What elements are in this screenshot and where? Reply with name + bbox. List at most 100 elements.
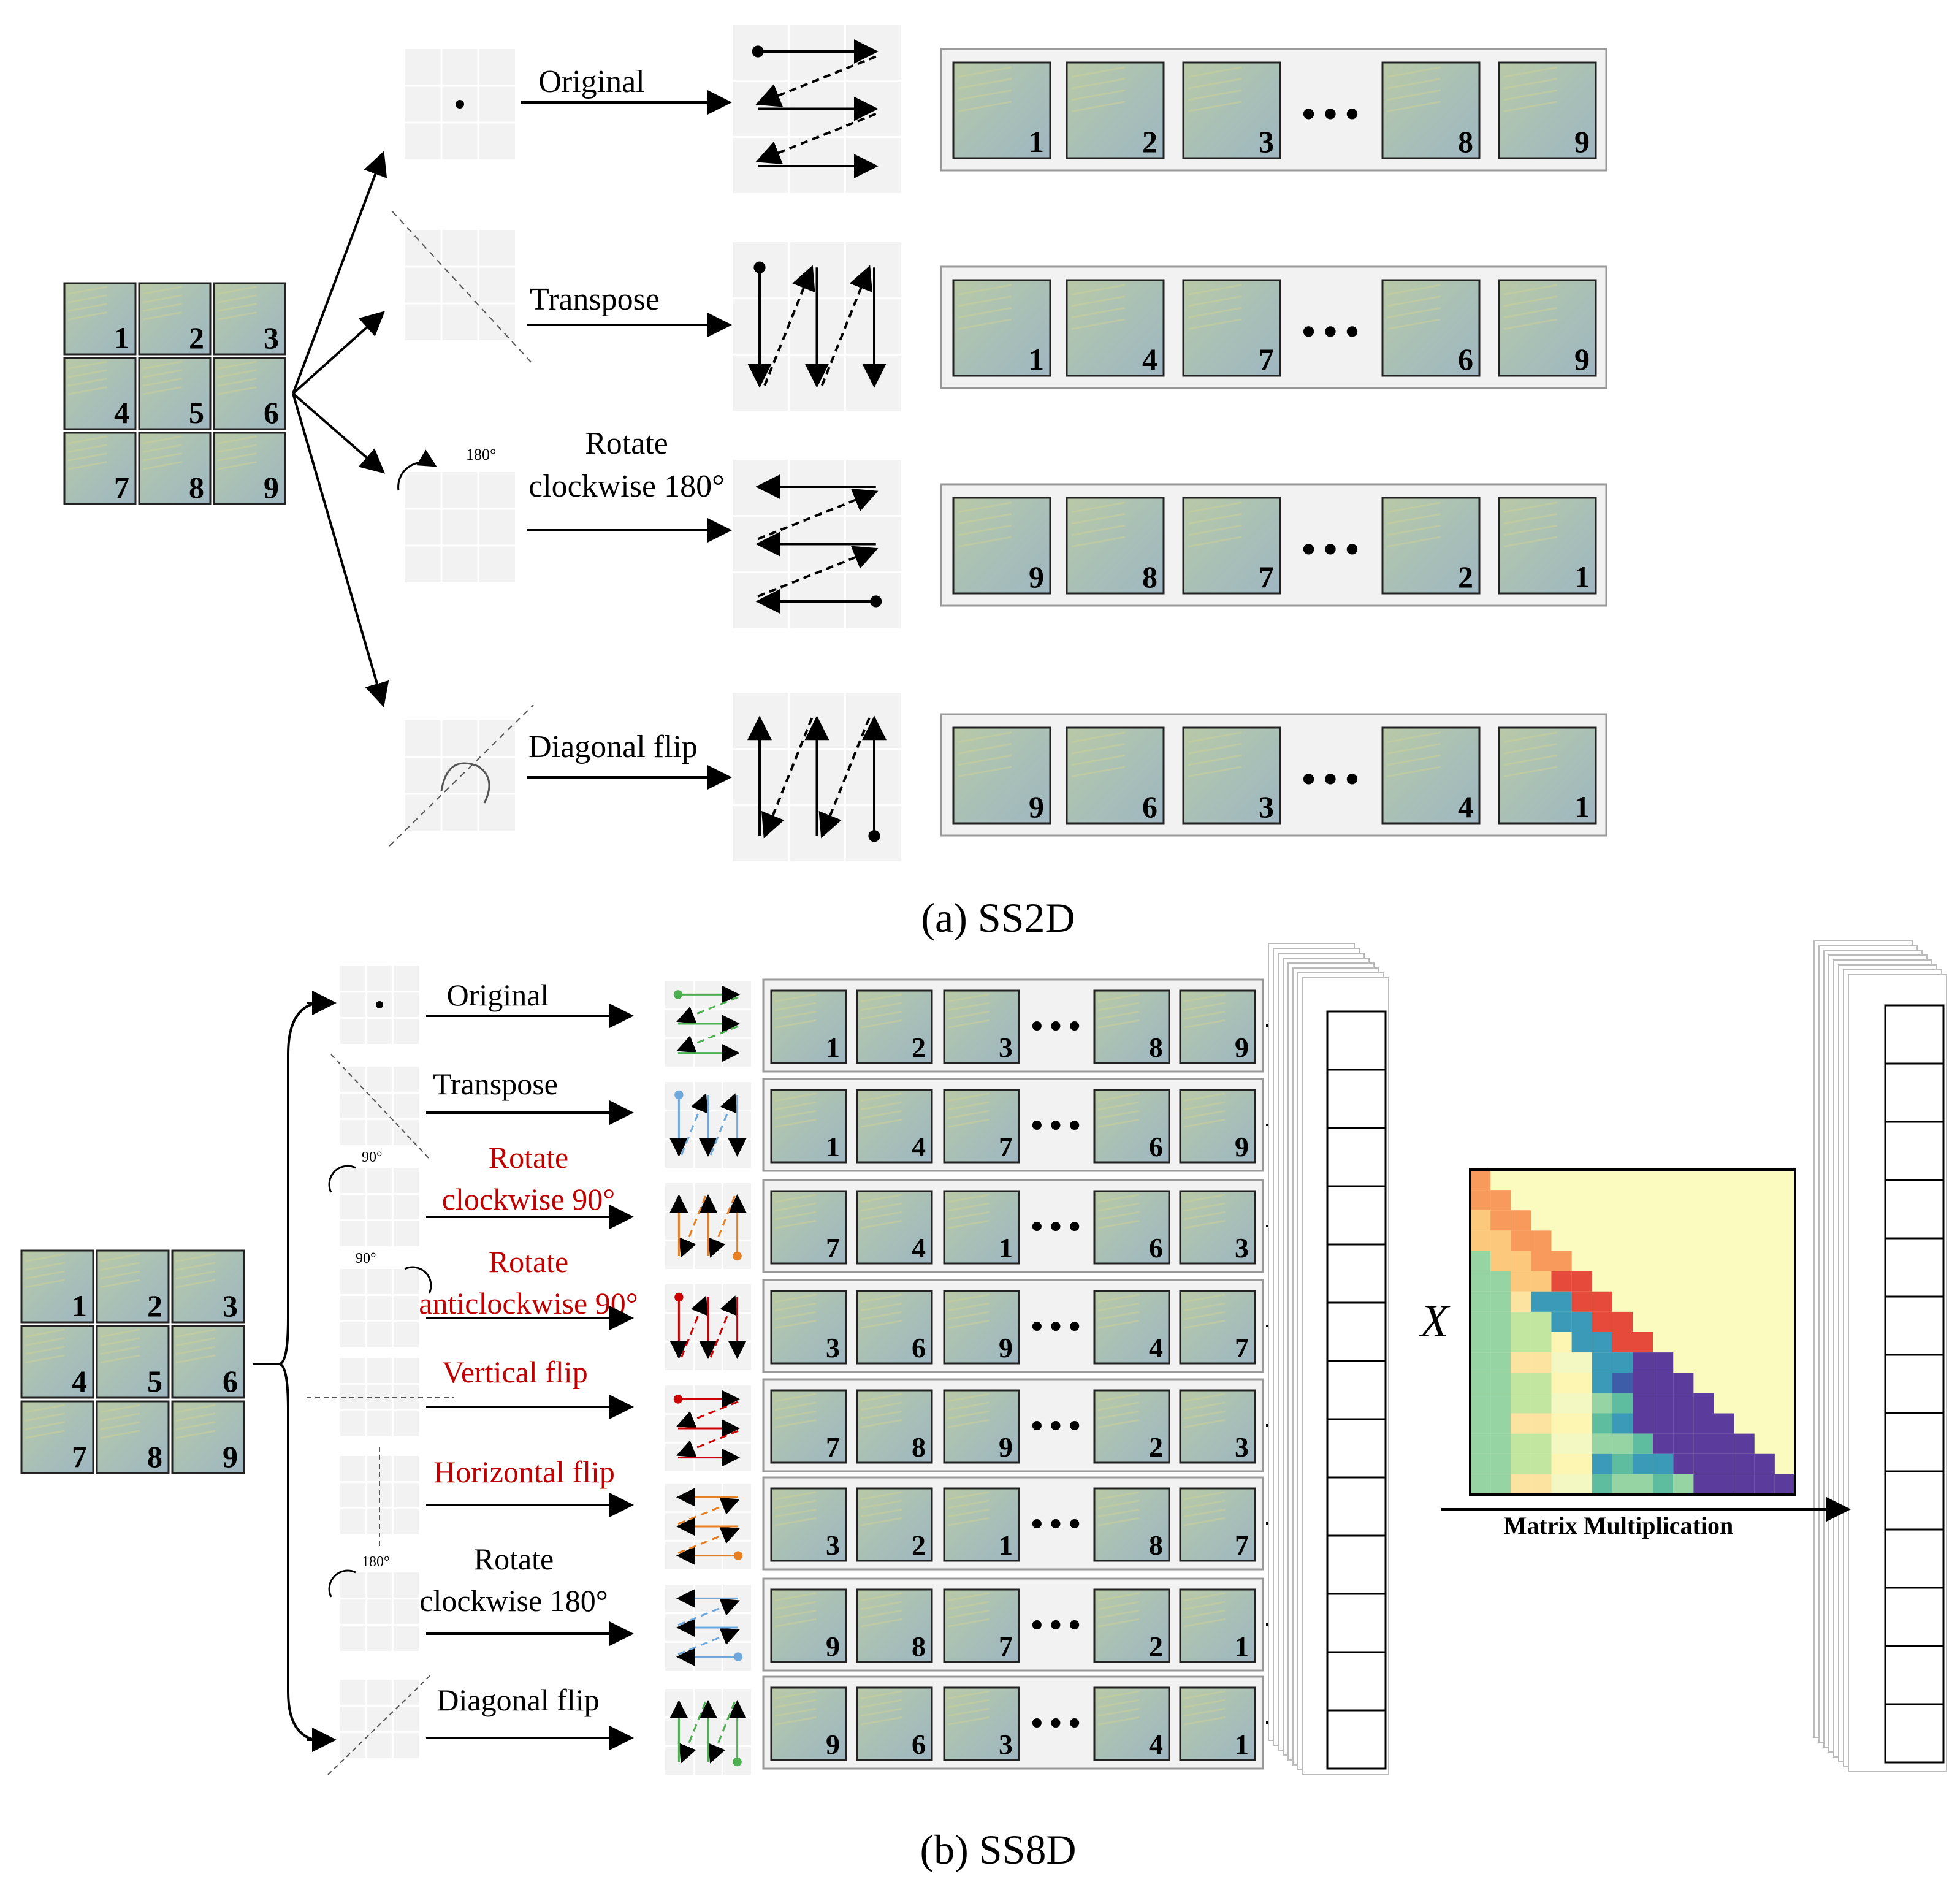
ss8d-input-patch-number: 5 bbox=[147, 1364, 162, 1398]
matrix-cell bbox=[1531, 1352, 1552, 1373]
ss2d-sequence-patch-stripe bbox=[1387, 78, 1441, 90]
matrix-cell bbox=[1531, 1291, 1552, 1312]
ss8d-sequence-patch: 4 bbox=[856, 1089, 933, 1164]
ss2d-input-patch-stripe bbox=[67, 452, 107, 462]
ss8d-sequence-patch-stripe bbox=[860, 1319, 902, 1329]
matrix-multiplication-label: Matrix Multiplication bbox=[1504, 1512, 1733, 1539]
ss8d-sequence-patch-number: 3 bbox=[999, 1032, 1013, 1063]
ss8d-sequence-patch-number: 1 bbox=[826, 1032, 840, 1063]
ss8d-op-label: Rotate bbox=[489, 1140, 569, 1175]
matrix-cell bbox=[1531, 1413, 1552, 1434]
ss8d-scan-path-segment bbox=[679, 1195, 707, 1258]
ss2d-input-patch-stripe bbox=[217, 461, 257, 470]
ss8d-sequence-patch: 7 bbox=[1179, 1290, 1256, 1365]
ss2d-sequence-patch-stripe bbox=[958, 78, 1012, 90]
y-vector-cell bbox=[1884, 1004, 1945, 1065]
x-vector-cell bbox=[1326, 1418, 1387, 1479]
x-vector-cell bbox=[1326, 1185, 1387, 1246]
y-vector-cell bbox=[1884, 1587, 1945, 1647]
ss8d-caption: (b) SS8D bbox=[920, 1826, 1076, 1873]
ss8d-sequence-patch-stripe bbox=[774, 1293, 817, 1303]
matrix-cell bbox=[1612, 1393, 1633, 1414]
ss8d-sequence-patch: 6 bbox=[1093, 1190, 1170, 1265]
ss2d-sequence-patch-stripe bbox=[958, 754, 1012, 766]
ss2d-sequence-patch: 2 bbox=[1066, 61, 1165, 159]
ss8d-sequence-patch-number: 3 bbox=[1235, 1431, 1249, 1463]
ss2d-sequence-patch-stripe bbox=[958, 284, 1012, 295]
ss8d-sequence-patch-stripe bbox=[1097, 1491, 1140, 1501]
x-vector-cell bbox=[1326, 1243, 1387, 1304]
ss8d-sequence-patch-stripe bbox=[1097, 1219, 1140, 1229]
matrix-cell bbox=[1592, 1433, 1612, 1454]
ss8d-sequence-patch: 9 bbox=[1179, 1089, 1256, 1164]
ss8d-sequence-patch-stripe bbox=[1183, 993, 1226, 1003]
ss2d-sequence-patch: 1 bbox=[1498, 726, 1597, 825]
ss8d-sequence-patch: 1 bbox=[943, 1190, 1020, 1265]
matrix-cell bbox=[1653, 1433, 1674, 1454]
matrix-cell bbox=[1551, 1453, 1572, 1474]
matrix-cell bbox=[1571, 1474, 1592, 1495]
x-vector-cell bbox=[1326, 1127, 1387, 1187]
ss8d-sequence-patch-stripe bbox=[774, 1491, 817, 1501]
ss8d-sequence-patch-stripe bbox=[1183, 1410, 1226, 1420]
ss8d-sequence-patch-number: 3 bbox=[826, 1530, 840, 1561]
ss2d-scan-path-segment bbox=[757, 489, 879, 541]
matrix-cell bbox=[1551, 1474, 1572, 1495]
ss2d-sequence-patch-bg bbox=[1066, 61, 1165, 159]
ss8d-sequence-patch: 1 bbox=[943, 1487, 1020, 1562]
ss2d-input-patch-stripe bbox=[142, 386, 182, 395]
ss8d-input-patch-stripe bbox=[175, 1270, 216, 1280]
ss8d-sequence-patch: 6 bbox=[856, 1686, 933, 1761]
ss8d-sequence-patch-stripe bbox=[860, 1499, 902, 1509]
ss2d-sequence-patch: 9 bbox=[952, 497, 1051, 595]
ss8d-sequence-patch-stripe bbox=[1183, 1707, 1226, 1717]
ss2d-sequence-patch-bg bbox=[1381, 726, 1481, 825]
matrix-cell bbox=[1531, 1373, 1552, 1393]
matrix-cell bbox=[1633, 1413, 1653, 1434]
ss8d-sequence-patch: 1 bbox=[1179, 1686, 1256, 1761]
ss8d-scan-path bbox=[676, 1589, 743, 1666]
matrix-cell bbox=[1673, 1413, 1694, 1434]
ss8d-sequence-patch-stripe bbox=[1097, 1419, 1140, 1428]
ss2d-sequence-patch-stripe bbox=[1071, 295, 1126, 307]
matrix-cell bbox=[1653, 1413, 1674, 1434]
matrix-cell bbox=[1531, 1393, 1552, 1414]
ss8d-sequence-patch-stripe bbox=[1183, 1491, 1226, 1501]
ss8d-input-patch: 9 bbox=[171, 1400, 245, 1474]
ss8d-input-patch: 8 bbox=[96, 1400, 170, 1474]
ss8d-sequence-patch-number: 7 bbox=[1235, 1332, 1249, 1363]
ss8d-sequence-patch-number: 7 bbox=[999, 1631, 1013, 1662]
ss8d-input-patch-stripe bbox=[100, 1270, 140, 1280]
rotate-arrow-icon bbox=[328, 1165, 356, 1193]
ss8d-sequence-patch-stripe bbox=[860, 1118, 902, 1128]
ss8d-sequence-patch: 3 bbox=[770, 1487, 847, 1562]
ss8d-sequence-patch-stripe bbox=[947, 1410, 990, 1420]
ss8d-op-icon bbox=[340, 1572, 419, 1651]
y-vector-cell bbox=[1884, 1237, 1945, 1298]
ss8d-sequence-patch-stripe bbox=[1097, 1618, 1140, 1628]
ss8d-sequence-patch-stripe bbox=[860, 1508, 902, 1518]
ss8d-sequence-patch: 6 bbox=[1093, 1089, 1170, 1164]
matrix-cell bbox=[1653, 1393, 1674, 1414]
matrix-cell bbox=[1612, 1352, 1633, 1373]
ss8d-scan-path-segment bbox=[676, 996, 739, 1024]
ss8d-scan-path bbox=[669, 1090, 747, 1157]
ss2d-sequence-patch-stripe bbox=[958, 295, 1012, 307]
matrix-cell bbox=[1511, 1373, 1531, 1393]
matrix-cell bbox=[1693, 1474, 1714, 1495]
rotation-badge: 90° bbox=[362, 1149, 383, 1165]
ss2d-sequence-patch-stripe bbox=[1503, 284, 1558, 295]
ss2d-input-patch: 8 bbox=[138, 432, 212, 505]
ss8d-scan-path-segment bbox=[709, 1093, 738, 1156]
ss8d-sequence-patch-stripe bbox=[1183, 1499, 1226, 1509]
ss2d-ellipsis: ••• bbox=[1298, 759, 1363, 802]
matrix-cell bbox=[1470, 1474, 1491, 1495]
ss8d-sequence-patch-stripe bbox=[774, 1194, 817, 1203]
ss8d-sequence-patch-stripe bbox=[774, 1311, 817, 1320]
ss2d-sequence-patch-stripe bbox=[1503, 524, 1558, 536]
ss8d-input-patch-stripe bbox=[100, 1421, 140, 1431]
ss8d-sequence-patch-stripe bbox=[1183, 1311, 1226, 1320]
matrix-cell bbox=[1490, 1413, 1511, 1434]
matrix-cell bbox=[1571, 1433, 1592, 1454]
matrix-cell bbox=[1470, 1190, 1491, 1211]
